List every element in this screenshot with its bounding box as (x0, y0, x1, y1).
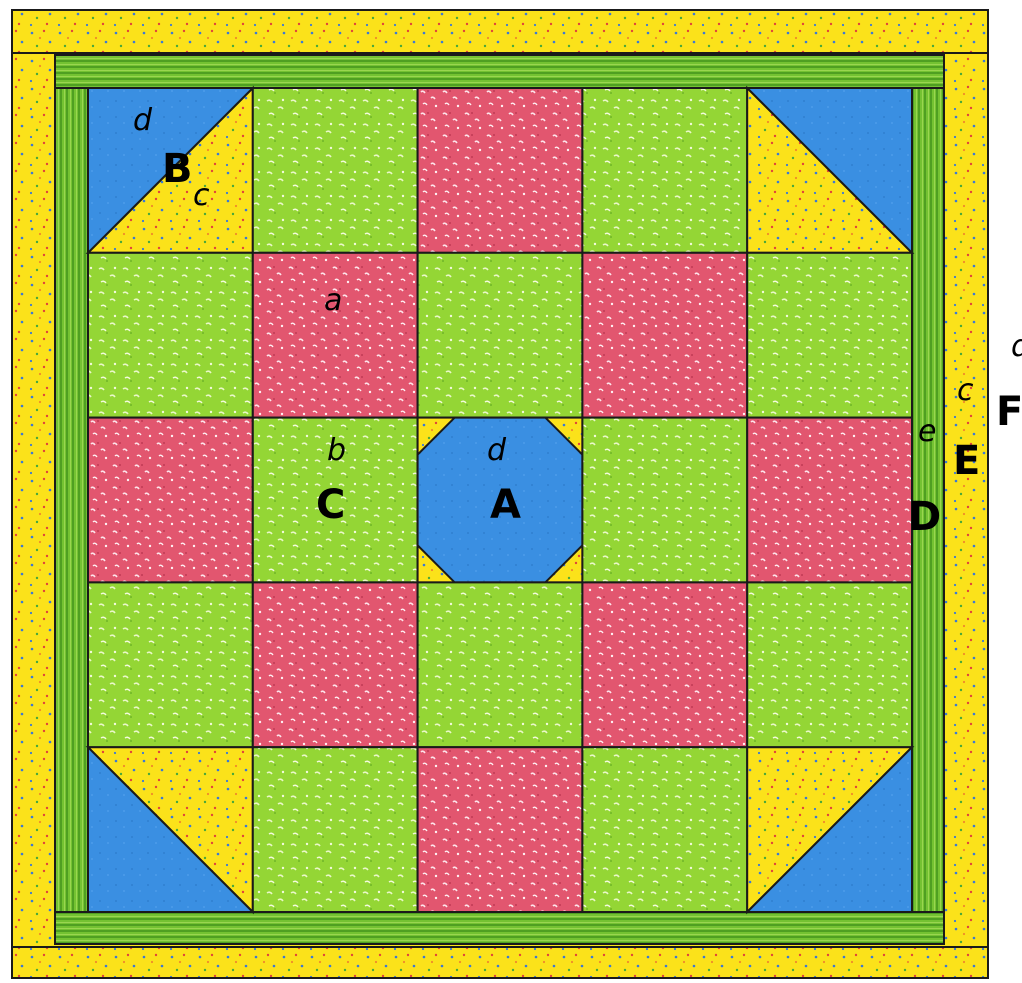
block-r4c1-green-square (253, 747, 418, 912)
label-d-center: d (487, 433, 507, 468)
label-D: D (908, 494, 941, 540)
block-r1c3-pink-square (582, 253, 747, 418)
label-d-outer: d (1011, 329, 1022, 364)
label-E: E (953, 438, 980, 484)
block-r3c1-pink-square (253, 582, 418, 747)
block-r1c0-green-square (88, 253, 253, 418)
label-b: b (327, 433, 346, 468)
border-d-bottom (55, 912, 944, 944)
block-r3c2-green-square (418, 582, 583, 747)
block-r2c0-pink-square (88, 418, 253, 583)
border-d-left (55, 88, 88, 912)
block-r1c1-pink-square (253, 253, 418, 418)
label-A: A (490, 482, 521, 528)
label-d-block: d (133, 103, 153, 138)
block-r1c4-green-square (747, 253, 912, 418)
label-B: B (162, 146, 193, 192)
block-r0c3-green-square (582, 88, 747, 253)
label-c-block: c (193, 178, 210, 213)
block-r3c3-pink-square (582, 582, 747, 747)
block-r1c2-green-square (418, 253, 583, 418)
block-r4c3-green-square (582, 747, 747, 912)
label-F: F (996, 389, 1022, 435)
block-r3c0-green-square (88, 582, 253, 747)
block-r4c2-pink-square (418, 747, 583, 912)
label-C: C (316, 482, 345, 528)
border-d-top (55, 55, 944, 88)
block-r0c2-pink-square (418, 88, 583, 253)
label-a: a (324, 283, 342, 318)
block-r0c1-green-square (253, 88, 418, 253)
block-r2c3-green-square (582, 418, 747, 583)
block-r3c4-green-square (747, 582, 912, 747)
block-r2c4-pink-square (747, 418, 912, 583)
label-c-border: c (957, 373, 974, 408)
label-e: e (918, 414, 936, 449)
